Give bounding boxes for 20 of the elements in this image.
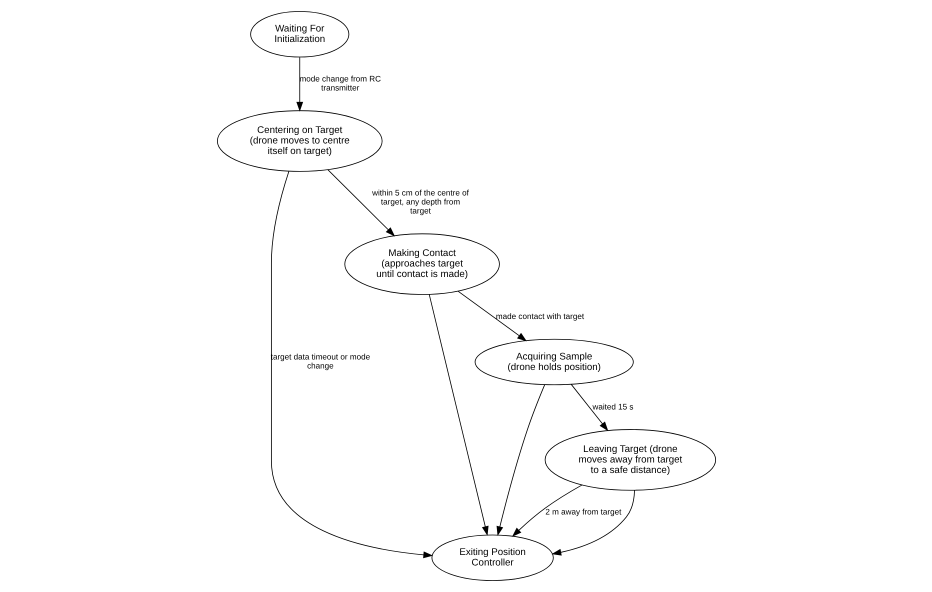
arrow [326, 169, 395, 236]
edge-label: 2 m away from target [544, 508, 621, 517]
node-ellipse: Waiting For Initialization [250, 11, 349, 58]
arrow [496, 384, 545, 536]
arrow [296, 56, 303, 112]
node-ellipse: Acquiring Sample (drone holds position) [474, 338, 634, 386]
arrow [570, 384, 608, 432]
node-ellipse: Centering on Target (drone moves to centre itself on target) [216, 110, 382, 172]
node-ellipse: Making Contact (approaches target until contact is made) [344, 233, 500, 295]
node-ellipse: Leaving Target (drone moves away from target to a safe distance) [544, 429, 716, 491]
arrow [457, 290, 526, 342]
edge-label: waited 15 s [592, 402, 633, 412]
arrow [428, 294, 488, 536]
edge-label: within 5 cm of the centre of target, any depth from target [372, 188, 468, 216]
arrow [512, 484, 582, 537]
arrow [551, 490, 634, 556]
edge-label: mode change from RC transmitter [299, 74, 380, 92]
edge-label: made contact with target [495, 312, 584, 321]
node-ellipse: Exiting Position Controller [431, 534, 554, 581]
arrow [270, 170, 433, 558]
